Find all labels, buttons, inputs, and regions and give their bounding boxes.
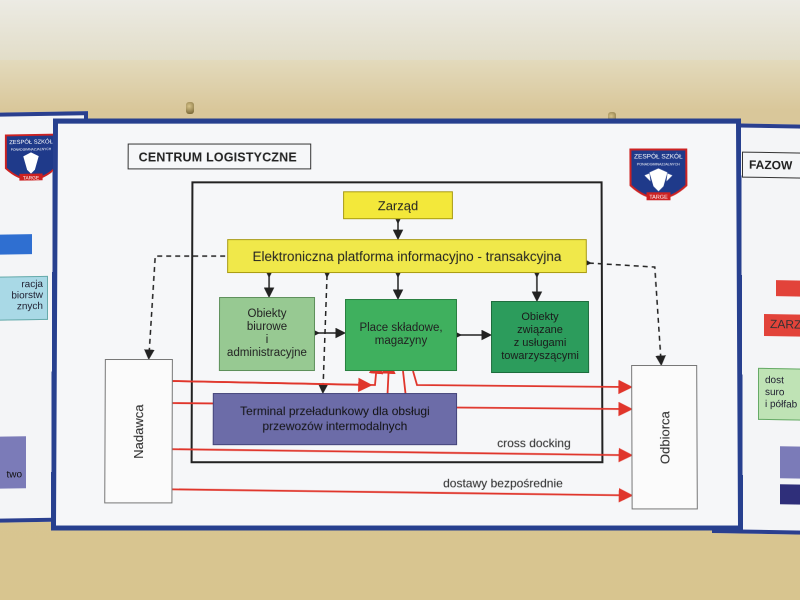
- box-zarzad: Zarząd: [343, 191, 453, 220]
- box-text-line: biurowe: [246, 321, 288, 333]
- svg-text:ZESPÓŁ SZKÓŁ: ZESPÓŁ SZKÓŁ: [634, 151, 683, 160]
- dashed-arrows: [144, 255, 666, 394]
- box-text-line: Place składowe,: [359, 322, 443, 334]
- cross-docking-label: cross docking: [497, 436, 571, 451]
- right-red-label: ZARZ: [764, 313, 800, 337]
- box-text-line: związane: [517, 324, 563, 336]
- box-sender: Nadawca: [104, 359, 173, 504]
- svg-text:PONADGIMNAZJALNYCH: PONADGIMNAZJALNYCH: [637, 162, 680, 166]
- box-storage-yards: Place składowe, magazyny: [344, 299, 458, 372]
- box-recipient: Odbiorca: [631, 365, 698, 510]
- right-purple-block: [780, 446, 800, 479]
- svg-text:PONADGIMNAZJALNYCH: PONADGIMNAZJALNYCH: [11, 147, 52, 152]
- box-text-line: Terminal przeładunkowy dla obsługi: [240, 404, 430, 419]
- wall-pin: [186, 102, 194, 114]
- box-terminal: Terminal przeładunkowy dla obsługi przew…: [212, 393, 458, 446]
- svg-text:TARGE: TARGE: [23, 175, 40, 181]
- right-red-block: [776, 280, 800, 297]
- box-text-line: Obiekty: [247, 308, 287, 321]
- wall: [0, 0, 800, 60]
- box-platform: Elektroniczna platforma informacyjno - t…: [227, 239, 587, 274]
- school-logo-icon: ZESPÓŁ SZKÓŁ PONADGIMNAZJALNYCH TARGE: [4, 133, 58, 182]
- box-service-buildings: Obiekty związane z usługami towarzyszący…: [490, 301, 590, 374]
- box-text-line: magazyny: [374, 334, 428, 347]
- right-fragment-text: i półfab: [765, 398, 798, 411]
- left-blue-block: [0, 234, 32, 255]
- recipient-label: Odbiorca: [656, 410, 673, 464]
- left-cyan-block: racja biorstw znych: [0, 275, 48, 321]
- svg-text:ZESPÓŁ SZKÓŁ: ZESPÓŁ SZKÓŁ: [9, 138, 53, 146]
- box-text-line: Obiekty: [521, 311, 559, 324]
- school-logo-icon: ZESPÓŁ SZKÓŁ PONADGIMNAZJALNYCH TARGE: [626, 146, 690, 210]
- box-office-buildings: Obiekty biurowe i administracyjne: [218, 297, 316, 372]
- box-text-line: przewozów intermodalnych: [262, 419, 408, 434]
- box-text-line: z usługami: [513, 336, 567, 350]
- svg-text:TARGE: TARGE: [649, 195, 668, 201]
- direct-delivery-label: dostawy bezpośrednie: [443, 476, 563, 491]
- left-fragment-text: biorstw: [11, 289, 43, 302]
- sender-label: Nadawca: [130, 403, 147, 459]
- box-text-line: towarzyszącymi: [501, 350, 579, 363]
- right-green-block: dost suro i półfab: [758, 367, 800, 422]
- main-board: CENTRUM LOGISTYCZNE ZESPÓŁ SZKÓŁ PONADGI…: [51, 119, 743, 531]
- right-board-title: FAZOW: [742, 151, 800, 180]
- left-purple-block: two: [0, 436, 26, 489]
- box-text-line: i: [265, 333, 269, 346]
- left-fragment-text: two: [6, 469, 22, 481]
- left-fragment-text: znych: [16, 300, 43, 313]
- right-navy-block: [780, 484, 800, 505]
- box-text-line: administracyjne: [226, 346, 307, 360]
- wall-pin: [608, 112, 616, 124]
- left-fragment-text: racja: [21, 278, 43, 291]
